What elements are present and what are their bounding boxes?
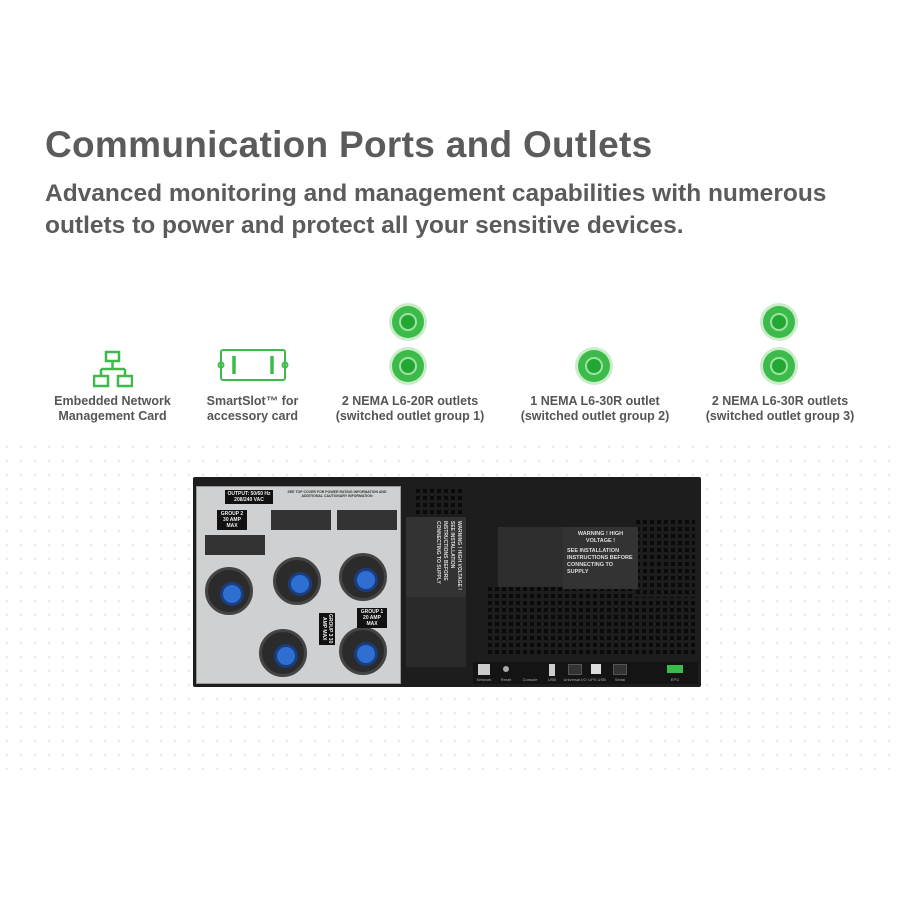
outlet-icon bbox=[392, 350, 424, 382]
breaker-group3 bbox=[271, 510, 331, 530]
network-card-cover bbox=[498, 527, 563, 587]
port-label: Universal I/O bbox=[563, 677, 587, 682]
universal-io-port[interactable] bbox=[568, 664, 582, 675]
feature-group2-outlet: 1 NEMA L6-30R outlet(switched outlet gro… bbox=[515, 394, 675, 424]
usb-port[interactable] bbox=[549, 664, 555, 676]
outlet-l6-20r-group1 bbox=[339, 627, 387, 675]
vent-grill bbox=[413, 487, 463, 517]
feature-label: SmartSlot™ for bbox=[206, 394, 299, 408]
port-label: UPS USB bbox=[588, 677, 606, 682]
network-port[interactable] bbox=[478, 664, 490, 675]
vent-grill bbox=[633, 517, 695, 597]
reset-button[interactable] bbox=[503, 666, 509, 672]
feature-label: Management Card bbox=[58, 409, 167, 423]
port-label: USB bbox=[547, 677, 557, 682]
outlet-icon bbox=[392, 306, 424, 338]
feature-label: 1 NEMA L6-30R outlet bbox=[530, 394, 660, 408]
ups-rear-panel: OUTPUT: 50/60 Hz 208/240 VAC SEE TOP COV… bbox=[193, 477, 701, 687]
feature-label: (switched outlet group 1) bbox=[335, 409, 485, 423]
serial-port[interactable] bbox=[613, 664, 627, 675]
port-label: Serial bbox=[614, 677, 626, 682]
port-label: Reset bbox=[500, 677, 512, 682]
port-label: Network bbox=[476, 677, 492, 682]
feature-label: accessory card bbox=[206, 409, 299, 423]
outlet-l6-30r-group2 bbox=[205, 567, 253, 615]
breaker-group2 bbox=[205, 535, 265, 555]
output-label: OUTPUT: 50/60 Hz 208/240 VAC bbox=[225, 490, 273, 504]
page-title: Communication Ports and Outlets bbox=[45, 124, 653, 165]
warning-label: WARNING ! HIGH VOLTAGE ! SEE INSTALLATIO… bbox=[406, 517, 466, 597]
communication-ports: Network Reset Console USB Universal I/O … bbox=[473, 662, 698, 684]
outlet-icon bbox=[578, 350, 610, 382]
feature-label: (switched outlet group 2) bbox=[520, 409, 670, 423]
outlet-l6-20r-group1 bbox=[339, 553, 387, 601]
outlet-icon bbox=[763, 350, 795, 382]
outlet-icon bbox=[763, 306, 795, 338]
network-icon bbox=[93, 350, 133, 388]
feature-group3-outlets: 2 NEMA L6-30R outlets(switched outlet gr… bbox=[700, 394, 860, 424]
feature-label: 2 NEMA L6-20R outlets bbox=[341, 394, 479, 408]
outlet-l6-30r-group3 bbox=[259, 629, 307, 677]
port-label: EPO bbox=[670, 677, 680, 682]
feature-label: Embedded Network bbox=[54, 394, 171, 408]
feature-label: 2 NEMA L6-30R outlets bbox=[711, 394, 849, 408]
group1-label: GROUP 1 20 AMP MAX bbox=[357, 608, 387, 628]
breaker-group1 bbox=[337, 510, 397, 530]
warning-text: SEE INSTALLATION INSTRUCTIONS BEFORE CON… bbox=[435, 521, 455, 584]
smartslot-cover bbox=[406, 597, 466, 667]
warning-title: WARNING ! HIGH VOLTAGE ! bbox=[456, 521, 462, 590]
outlet-panel: OUTPUT: 50/60 Hz 208/240 VAC SEE TOP COV… bbox=[196, 486, 401, 684]
outlet-l6-30r-group3 bbox=[273, 557, 321, 605]
feature-label: (switched outlet group 3) bbox=[705, 409, 855, 423]
ups-usb-port[interactable] bbox=[591, 664, 601, 674]
smartslot-card-icon bbox=[217, 349, 289, 381]
port-label: Console bbox=[522, 677, 538, 682]
warning-label: WARNING ! HIGH VOLTAGE ! SEE INSTALLATION… bbox=[563, 527, 638, 589]
epo-connector[interactable] bbox=[667, 665, 683, 673]
top-cover-note: SEE TOP COVER FOR POWER RATING INFORMATI… bbox=[287, 490, 387, 498]
warning-title: WARNING ! HIGH VOLTAGE ! bbox=[577, 531, 624, 544]
group3-label: GROUP 3 30 AMP MAX bbox=[319, 613, 335, 645]
vent-grill bbox=[485, 587, 695, 657]
feature-group1-outlets: 2 NEMA L6-20R outlets(switched outlet gr… bbox=[330, 394, 490, 424]
warning-text: SEE INSTALLATION INSTRUCTIONS BEFORE CON… bbox=[567, 548, 633, 575]
subtitle: Advanced monitoring and management capab… bbox=[45, 180, 827, 239]
group2-label: GROUP 2 30 AMP MAX bbox=[217, 510, 247, 530]
